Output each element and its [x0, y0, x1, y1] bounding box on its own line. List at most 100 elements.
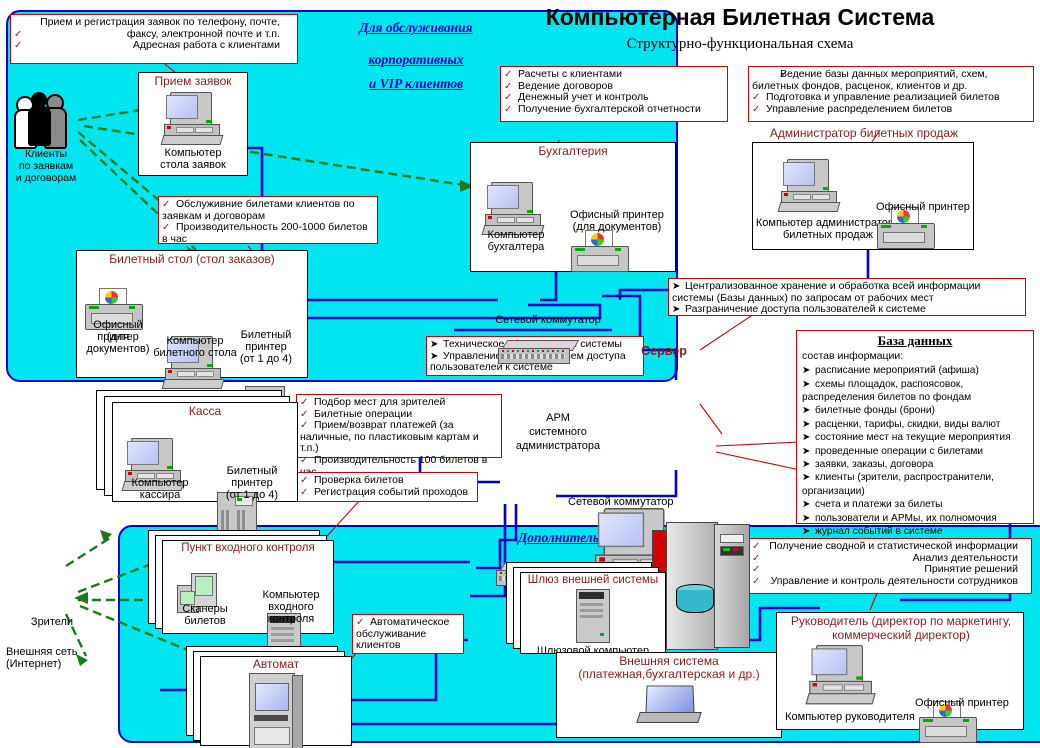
database-item-3: расценки, тарифы, скидки, виды валют	[815, 418, 1001, 430]
zone-corporate-label-1: Для обслуживания	[359, 20, 473, 35]
arrow-bullet-icon: ➤	[802, 432, 811, 444]
node-ticket-desk-printer-1: (для документов)	[86, 331, 150, 355]
annotation-director-item-1: Анализ деятельности	[912, 551, 1018, 564]
network-switch-top-label: Сетевой коммутатор	[495, 314, 601, 326]
ticket-scanner-icon	[177, 573, 233, 617]
check-icon: ✓	[752, 92, 761, 104]
arrow-bullet-icon: ➤	[802, 445, 811, 457]
node-sales-admin-computer-1: билетных продаж	[782, 229, 874, 241]
node-accounting[interactable]: Бухгалтерия Компьютер бухгалтера Офисный…	[470, 142, 676, 272]
page-subtitle: Структурно-функциональная схема	[626, 36, 854, 52]
annotation-director-item-3: Управление и контроль деятельности сотру…	[770, 574, 1018, 587]
clients-label-line-0: Клиенты	[24, 148, 68, 160]
check-icon: ✓	[162, 199, 171, 210]
clients-label-line-2: и договорам	[15, 172, 77, 184]
node-accounting-computer-1: бухгалтера	[487, 241, 545, 253]
database-item-0: расписание мероприятий (афиша)	[815, 365, 979, 377]
arrow-bullet-icon: ➤	[802, 378, 811, 390]
annotation-intake-item-1: Адресная работа с клиентами	[132, 39, 280, 52]
node-order-intake-title: Прием заявок	[154, 74, 232, 88]
annotation-accounting-item-2: Денежный учет и контроль	[518, 91, 649, 104]
annotation-ticket-desk: ✓Обслуживние билетами клиентов по заявка…	[158, 196, 378, 244]
node-director-computer-0: Компьютер руководителя	[785, 711, 915, 723]
check-icon: ✓	[14, 28, 23, 40]
arrow-bullet-icon: ➤	[802, 365, 811, 377]
arrow-bullet-icon: ➤	[802, 512, 811, 524]
check-icon: ✓	[356, 617, 365, 628]
annotation-intake-item-0: Прием и регистрация заявок по телефону, …	[40, 16, 280, 40]
arrow-bullet-icon: ➤	[802, 526, 811, 538]
database-item-2: билетные фонды (брони)	[815, 405, 935, 417]
node-cashdesk-computer-0: Компьютер	[131, 477, 189, 489]
node-external-system-title-0: Внешняя система	[619, 654, 719, 668]
node-order-intake[interactable]: Прием заявок Компьютер стола заявок	[138, 72, 248, 176]
node-ticket-desk-computer-1: билетного стола	[153, 347, 237, 359]
node-kiosk[interactable]: Автомат	[200, 656, 352, 748]
annotation-server: ➤Централизованное хранение и обработка в…	[668, 278, 1026, 316]
node-kiosk-title: Автомат	[252, 657, 300, 671]
database-item-5: проведенные операции с билетами	[815, 445, 984, 457]
database-panel: База данных состав информации: ➤ расписан…	[796, 330, 1034, 537]
sysadmin-caption-2: администратора	[515, 440, 601, 452]
node-ticket-desk[interactable]: Билетный стол (стол заказов) Офисный при…	[76, 250, 308, 438]
annotation-intake: ✓ Прием и регистрация заявок по телефону,…	[10, 14, 298, 64]
node-ticket-desk-tp-0: Билетный	[240, 329, 292, 341]
arrow-bullet-icon: ➤	[672, 281, 681, 292]
server-label: Сервер	[641, 344, 687, 358]
printer-icon	[919, 701, 977, 745]
node-cashdesk[interactable]: Касса Компьютер кассира Билетный принтер…	[112, 402, 298, 544]
printer-icon	[571, 230, 629, 274]
node-cashdesk-computer-1: кассира	[139, 489, 181, 501]
node-sales-admin[interactable]: Администратор билетных продаж Компьютер …	[752, 127, 974, 251]
database-cylinder-icon	[676, 584, 714, 616]
annotation-accounting-item-1: Ведение договоров	[518, 79, 613, 92]
node-gateway[interactable]: Шлюз внешней системы Шлюзовой компьютер	[520, 572, 666, 657]
check-icon: ✓	[504, 69, 513, 80]
zone-corporate-label-2: корпоративных	[368, 52, 464, 67]
annotation-ticket-desk-item-0: Обслуживние билетами клиентов по заявкам…	[162, 198, 355, 222]
arrow-bullet-icon: ➤	[802, 418, 811, 430]
node-accounting-printer-1: (для документов)	[572, 221, 662, 233]
annotation-accounting: ✓Расчеты с клиентами ✓Ведение договоров …	[500, 66, 728, 122]
node-external-system-title-1: (платежная,бухгалтерская и др.)	[578, 667, 760, 681]
node-accounting-computer-0: Компьютер	[487, 229, 545, 241]
arrow-bullet-icon: ➤	[672, 304, 681, 316]
database-intro: состав информации:	[802, 349, 904, 362]
node-sales-admin-title: Администратор билетных продаж	[769, 126, 959, 140]
check-icon: ✓	[752, 541, 761, 552]
check-icon: ✓	[752, 103, 761, 115]
node-order-intake-caption-1: стола заявок	[160, 159, 226, 171]
network-switch-top-icon	[498, 340, 580, 366]
check-icon: ✓	[752, 575, 761, 587]
check-icon: ✓	[504, 92, 513, 104]
database-item-7: клиенты (зрители, распространители, орга…	[802, 472, 994, 497]
arrow-bullet-icon: ➤	[802, 405, 811, 417]
check-icon: ✓	[14, 40, 23, 52]
pc-icon	[121, 438, 185, 491]
database-title: База данных	[877, 333, 953, 348]
node-entry-control[interactable]: Пункт входного контроля Сканеры билетов …	[162, 540, 334, 667]
check-icon: ✓	[300, 420, 309, 432]
node-sales-admin-computer-0: Компьютер администратора	[755, 217, 901, 229]
annotation-sales-admin-item-0: Ведение базы данных мероприятий, схем, б…	[752, 68, 988, 92]
annotation-server-item-0: Централизованное хранение и обработка вс…	[672, 280, 981, 304]
annotation-entry-control-item-0: Проверка билетов	[314, 474, 404, 486]
node-director[interactable]: Руководитель (директор по маркетингу, ко…	[776, 612, 1024, 743]
annotation-accounting-item-0: Расчеты с клиентами	[518, 68, 622, 80]
annotation-director-item-0: Получение сводной и статистической инфор…	[769, 540, 1018, 552]
printer-icon	[877, 207, 935, 251]
annotation-cashdesk-item-1: Билетные операции	[314, 407, 413, 420]
sysadmin-caption-0: АРМ	[546, 412, 570, 424]
node-external-system[interactable]: Внешняя система (платежная,бухгалтерская…	[556, 652, 782, 738]
annotation-accounting-item-3: Получение бухгалтерской отчетности	[518, 102, 701, 115]
node-entry-control-title: Пункт входного контроля	[181, 542, 315, 554]
annotation-cashdesk-item-0: Подбор мест для зрителей	[314, 396, 446, 408]
node-ticket-desk-tp-1: принтер	[245, 341, 287, 353]
arrow-bullet-icon: ➤	[430, 350, 439, 362]
database-item-9: пользователи и АРМы, их полномочия	[815, 512, 997, 524]
node-ticket-desk-tp-2: (от 1 до 4)	[239, 353, 293, 365]
network-switch-bottom-label: Сетевой коммутатор	[568, 496, 674, 508]
node-sales-admin-printer-0: Офисный принтер	[876, 201, 970, 213]
annotation-sales-admin-item-2: Управление распределением билетов	[766, 102, 953, 115]
check-icon: ✓	[504, 103, 513, 115]
